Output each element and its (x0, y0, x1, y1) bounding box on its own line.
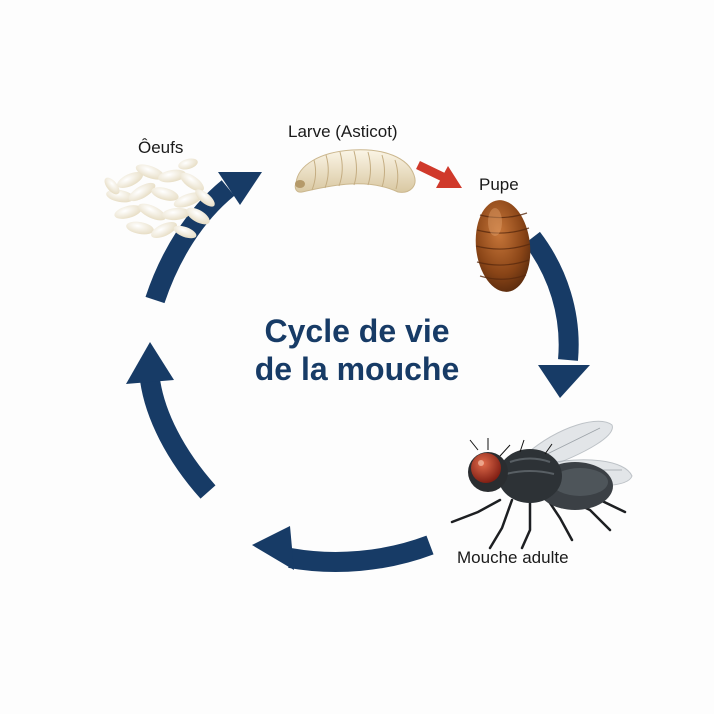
pupa-icon (475, 200, 531, 292)
stage-label-pupa: Pupe (479, 175, 519, 194)
cycle-arrow-adult-to-eggs (252, 526, 434, 572)
maggot-icon (294, 149, 416, 193)
stage-label-eggs: Ôeufs (138, 138, 184, 157)
egg-cluster-icon (104, 158, 215, 239)
housefly-icon (450, 420, 633, 550)
cycle-arrow-pupa-to-adult (523, 231, 590, 398)
cycle-arrow-return-to-eggs (126, 342, 216, 499)
cycle-arrow-eggs-to-larva (145, 172, 262, 304)
diagram-title: Cycle de vie de la mouche (207, 312, 507, 388)
stage-label-adult: Mouche adulte (457, 548, 569, 567)
stage-label-larva: Larve (Asticot) (288, 122, 398, 141)
title-line-2: de la mouche (254, 351, 460, 387)
red-arrow-larva-to-pupa (416, 160, 462, 188)
title-line-1: Cycle de vie (264, 313, 450, 349)
